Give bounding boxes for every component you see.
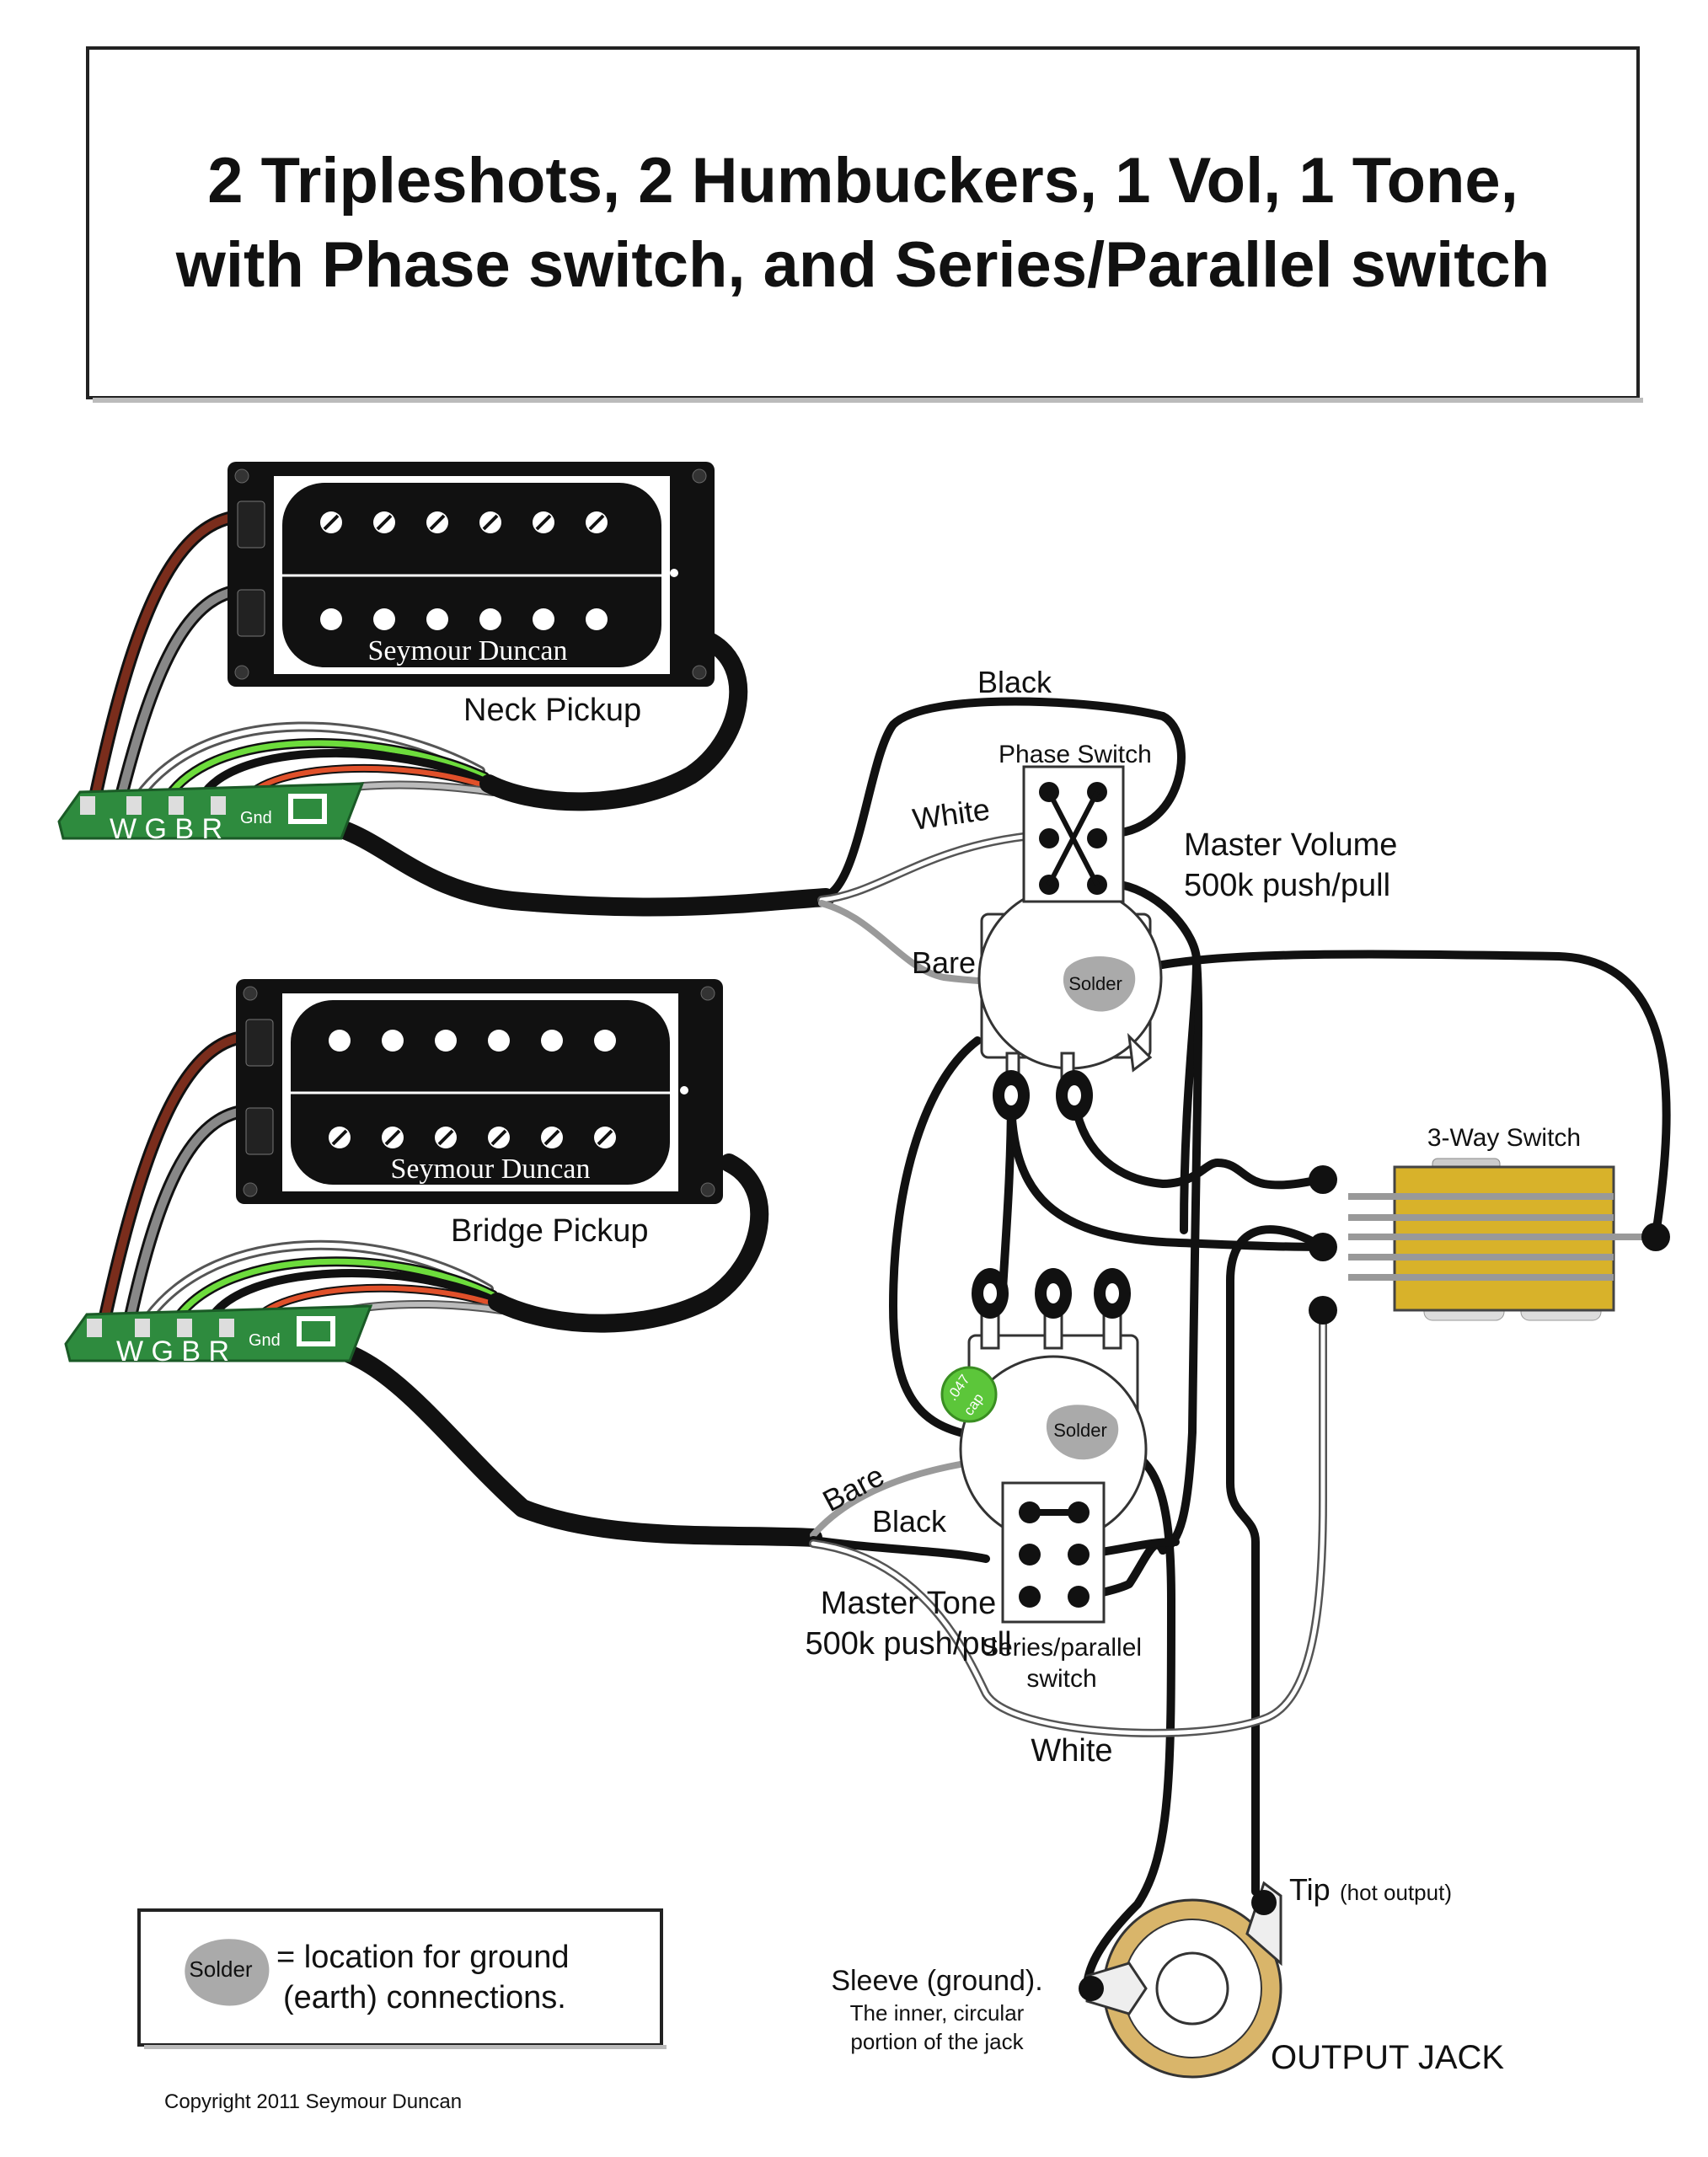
neck-pole-pieces-bottom: [320, 608, 608, 630]
bridge-pole-pieces-top: [329, 1030, 616, 1052]
label-tip-note: (hot output): [1340, 1880, 1452, 1905]
title-line-2: with Phase switch, and Series/Parallel s…: [175, 229, 1550, 301]
bridge-tripleshot-letters: W G B R: [116, 1335, 229, 1368]
volume-lugs: [993, 1070, 1093, 1121]
volume-solder-label: Solder: [1068, 973, 1122, 994]
label-white-bottom: White: [1031, 1733, 1112, 1769]
three-way-switch: [1309, 1158, 1670, 1325]
legend-line-2: (earth) connections.: [283, 1980, 566, 2015]
label-black-top: Black: [977, 665, 1052, 699]
title-box: 2 Tripleshots, 2 Humbuckers, 1 Vol, 1 To…: [86, 46, 1643, 403]
neck-pickup-brand: Seymour Duncan: [367, 635, 567, 666]
label-phase-switch: Phase Switch: [999, 741, 1152, 768]
tone-capacitor: .047 cap: [940, 1366, 998, 1423]
neck-pickup: Seymour Duncan: [228, 462, 715, 687]
bridge-pickup-label: Bridge Pickup: [451, 1213, 648, 1249]
series-parallel-switch: [1001, 1481, 1106, 1624]
label-master-volume-1: Master Volume: [1184, 827, 1397, 863]
solder-blob-icon: [185, 1939, 270, 2006]
neck-tripleshot-board: W G B R Gnd: [57, 782, 365, 845]
label-series-parallel-1: Series/parallel: [982, 1634, 1142, 1662]
title-line-1: 2 Tripleshots, 2 Humbuckers, 1 Vol, 1 To…: [207, 145, 1518, 217]
label-sleeve-2: The inner, circular: [850, 2000, 1025, 2026]
label-black-bottom: Black: [872, 1504, 947, 1539]
neck-pickup-label: Neck Pickup: [463, 693, 641, 728]
bridge-tripleshot-board: W G B R Gnd: [64, 1304, 373, 1368]
tone-solder-point: Solder: [1046, 1405, 1119, 1460]
label-master-tone-2: 500k push/pull: [805, 1626, 1011, 1662]
label-bare-top: Bare: [912, 945, 976, 980]
neck-tripleshot-gnd: Gnd: [240, 809, 272, 827]
legend-box: Solder = location for ground (earth) con…: [137, 1908, 667, 2049]
label-tip: Tip: [1289, 1872, 1331, 1907]
tone-lugs: [972, 1268, 1131, 1319]
copyright: Copyright 2011 Seymour Duncan: [164, 2090, 462, 2113]
tone-solder-label: Solder: [1053, 1420, 1107, 1441]
label-sleeve-3: portion of the jack: [850, 2029, 1024, 2054]
legend-line-1: = location for ground: [276, 1940, 570, 1975]
bridge-tripleshot-gnd: Gnd: [249, 1331, 281, 1350]
label-series-parallel-2: switch: [1026, 1665, 1096, 1693]
three-way-label: 3-Way Switch: [1427, 1124, 1581, 1152]
neck-tripleshot-letters: W G B R: [110, 813, 222, 845]
label-sleeve-1: Sleeve (ground).: [831, 1965, 1042, 1997]
volume-solder-point: Solder: [1063, 956, 1136, 1012]
label-master-volume-2: 500k push/pull: [1184, 868, 1390, 903]
phase-switch: [1022, 765, 1125, 903]
label-white-top: White: [910, 792, 992, 837]
label-output-jack: OUTPUT JACK: [1271, 2039, 1504, 2076]
label-master-tone-1: Master Tone: [821, 1586, 996, 1621]
output-jack: [1079, 1881, 1282, 2079]
bridge-pickup: Seymour Duncan: [236, 979, 723, 1204]
bridge-pickup-brand: Seymour Duncan: [390, 1153, 590, 1185]
legend-solder-label: Solder: [189, 1956, 252, 1982]
